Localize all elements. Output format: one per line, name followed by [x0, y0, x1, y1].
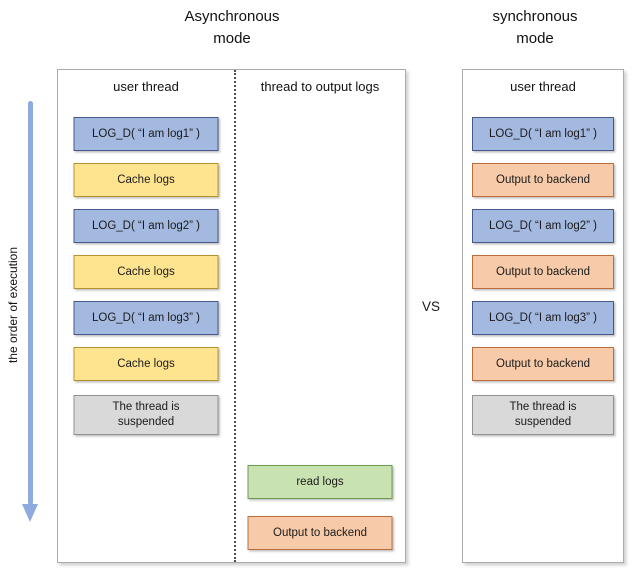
log-call-box: LOG_D( “I am log3” ) — [472, 301, 614, 335]
user-thread-header: user thread — [113, 79, 179, 94]
output-to-backend-box: Output to backend — [472, 255, 614, 289]
log-call-box: LOG_D( “I am log2” ) — [73, 209, 219, 243]
output-to-backend-box: Output to backend — [472, 163, 614, 197]
async-panel: user thread LOG_D( “I am log1” ) Cache l… — [57, 69, 406, 563]
thread-suspended-box: The thread is suspended — [73, 395, 219, 435]
cache-logs-box: Cache logs — [73, 347, 219, 381]
log-call-box: LOG_D( “I am log1” ) — [73, 117, 219, 151]
log-call-box: LOG_D( “I am log2” ) — [472, 209, 614, 243]
execution-order-label: the order of execution — [6, 246, 20, 364]
vs-label: VS — [422, 299, 441, 314]
async-user-thread-column: user thread LOG_D( “I am log1” ) Cache l… — [58, 70, 234, 562]
async-mode-title: Asynchronous mode — [184, 8, 280, 47]
sync-mode-title: synchronous mode — [492, 8, 578, 47]
down-arrow-shaft — [28, 101, 33, 505]
cache-logs-box: Cache logs — [73, 255, 219, 289]
sync-panel: user thread LOG_D( “I am log1” ) Output … — [462, 69, 624, 563]
thread-divider-dotted-line — [234, 70, 236, 562]
read-logs-box: read logs — [247, 465, 393, 499]
output-thread-header: thread to output logs — [260, 79, 380, 94]
thread-suspended-box: The thread is suspended — [472, 395, 614, 435]
async-output-thread-column: thread to output logs read logs Output t… — [235, 70, 405, 562]
user-thread-header: user thread — [510, 79, 576, 94]
cache-logs-box: Cache logs — [73, 163, 219, 197]
log-call-box: LOG_D( “I am log1” ) — [472, 117, 614, 151]
down-arrow-icon — [22, 504, 38, 522]
sync-user-thread-column: user thread LOG_D( “I am log1” ) Output … — [463, 70, 623, 562]
output-to-backend-box: Output to backend — [247, 516, 393, 550]
log-call-box: LOG_D( “I am log3” ) — [73, 301, 219, 335]
output-to-backend-box: Output to backend — [472, 347, 614, 381]
